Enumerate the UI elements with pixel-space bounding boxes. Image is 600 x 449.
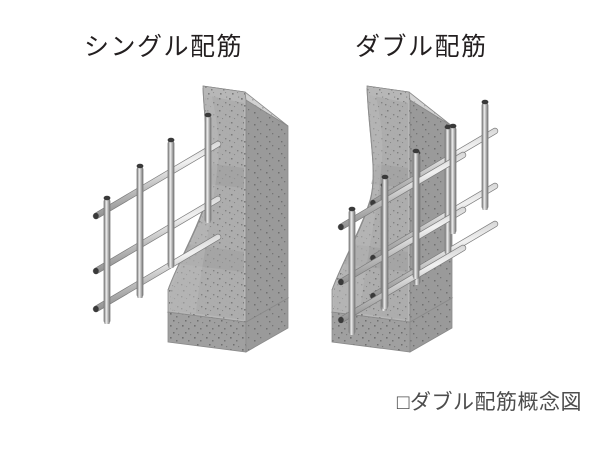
- vertical-bar: [348, 206, 356, 335]
- vertical-bar: [204, 112, 212, 223]
- horizontal-bar: [92, 233, 222, 313]
- double-rebar-front-layer: [337, 123, 467, 335]
- horizontal-bar: [369, 127, 499, 207]
- horizontal-bar: [337, 151, 467, 231]
- vertical-bar: [381, 174, 389, 309]
- panel-title-double: ダブル配筋: [355, 34, 488, 61]
- wall-step-upper: [371, 164, 408, 188]
- figure-caption: □ダブル配筋概念図: [396, 390, 582, 414]
- horizontal-bar: [92, 140, 222, 220]
- vertical-bar: [412, 148, 420, 279]
- vertical-bar: [481, 99, 489, 210]
- horizontal-bar: [337, 206, 467, 286]
- horizontal-bar: [92, 195, 222, 275]
- wall-step-upper: [207, 164, 244, 188]
- vertical-bar: [136, 163, 144, 298]
- horizontal-bar: [337, 244, 467, 324]
- single-rebar-assembly: [92, 112, 222, 324]
- vertical-bar: [167, 137, 175, 268]
- vertical-bar: [449, 123, 457, 234]
- vertical-bar: [103, 195, 111, 324]
- panel-title-single: シングル配筋: [84, 34, 244, 61]
- horizontal-bar: [369, 182, 499, 262]
